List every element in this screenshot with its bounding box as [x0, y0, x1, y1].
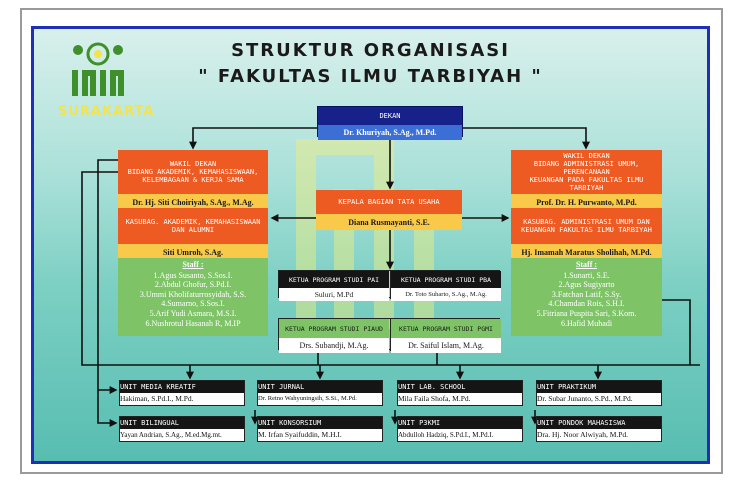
unit-head: Yayan Andrian, S.Ag., M.ed.Mg.mt.	[120, 429, 244, 441]
staff-item: 2.Abdul Ghofur, S.Pd.I.	[154, 280, 232, 290]
unit-head: Dr. Subar Junanto, S.Pd., M.Pd.	[537, 393, 661, 405]
staff-right-title: Staff :	[575, 260, 598, 269]
kaprodi-pai: KETUA PROGRAM STUDI PAI Suluri, M.Pd	[279, 271, 389, 301]
iain-logo	[72, 42, 124, 96]
kaprodi-bottom-group: KETUA PROGRAM STUDI PIAUD Drs. Subandji,…	[278, 318, 501, 353]
staff-item: 1.Agus Susanto, S.Sos.I.	[153, 270, 233, 280]
kaprodi-pgmi: KETUA PROGRAM STUDI PGMI Dr. Saiful Isla…	[390, 319, 501, 353]
staff-item: 5.Arif Yudi Asmara, M.S.I.	[149, 308, 237, 318]
unit-praktikum: UNIT PRAKTIKUM Dr. Subar Junanto, S.Pd.,…	[536, 380, 662, 406]
staff-item: 5.Fitriana Puspita Sari, S.Kom.	[536, 308, 637, 318]
label-line: KEUANGAN PADA FAKULTAS ILMU TARBIYAH	[529, 176, 644, 192]
dekan-label: DEKAN	[379, 112, 401, 120]
unit-label: UNIT MEDIA KREATIF	[120, 381, 244, 393]
kasubag-akademik-box: KASUBAG. AKADEMIK, KEMAHASISWAAN DAN ALU…	[118, 208, 268, 260]
page-title: STRUKTUR ORGANISASI	[231, 40, 510, 61]
unit-media-kreatif: UNIT MEDIA KREATIF Hakiman, S.Pd.I., M.P…	[119, 380, 245, 406]
unit-label: UNIT PONDOK MAHASISWA	[537, 417, 661, 429]
kaprodi-pgmi-name: Dr. Saiful Islam, M.Ag.	[391, 338, 501, 353]
wakil-dekan-akademik-name: Dr. Hj. Siti Choiriyah, S.Ag., M.Ag.	[118, 194, 268, 210]
kaprodi-pai-name: Suluri, M.Pd	[279, 288, 389, 301]
kasubag-akademik-label: KASUBAG. AKADEMIK, KEMAHASISWAAN DAN ALU…	[118, 208, 268, 244]
dekan-box: DEKAN Dr. Khuriyah, S.Ag., M.Pd.	[317, 106, 463, 140]
page-subtitle: " FAKULTAS ILMU TARBIYAH "	[198, 66, 543, 87]
unit-label: UNIT P3KMI	[398, 417, 522, 429]
kaprodi-piaud: KETUA PROGRAM STUDI PIAUD Drs. Subandji,…	[279, 319, 389, 353]
unit-head: Abdulloh Hadziq, S.Pd.I., M.Pd.I.	[398, 429, 522, 441]
unit-head: M. Irfan Syaifuddin, M.H.I.	[258, 429, 382, 441]
kaprodi-piaud-name: Drs. Subandji, M.Ag.	[279, 338, 389, 353]
kabag-tu-name: Diana Rusmayanti, S.E.	[316, 214, 462, 230]
wakil-dekan-akademik-label: WAKIL DEKAN BIDANG AKADEMIK, KEMAHASISWA…	[118, 150, 268, 194]
unit-head: Dra. Hj. Noor Alwiyah, M.Pd.	[537, 429, 661, 441]
label-line: BIDANG AKADEMIK, KEMAHASISWAAN,	[127, 168, 259, 176]
staff-item: 4.Chamdan Rois, S.H.I.	[548, 299, 625, 309]
unit-label: UNIT KONSORSIUM	[258, 417, 382, 429]
unit-p3kmi: UNIT P3KMI Abdulloh Hadziq, S.Pd.I., M.P…	[397, 416, 523, 442]
kaprodi-pgmi-label: KETUA PROGRAM STUDI PGMI	[391, 319, 501, 338]
wakil-dekan-administrasi-label: WAKIL DEKAN BIDANG ADMINISTRASI UMUM, PE…	[511, 150, 662, 194]
unit-konsorsium: UNIT KONSORSIUM M. Irfan Syaifuddin, M.H…	[257, 416, 383, 442]
staff-item: 4.Sumarno, S.Sos.I.	[161, 299, 225, 309]
staff-left-title: Staff :	[182, 260, 204, 269]
unit-head: Dr. Retno Wahyuningsih, S.Si., M.Pd.	[258, 393, 382, 405]
label-line: BIDANG ADMINISTRASI UMUM, PERENCANAAN	[533, 160, 640, 176]
logo-text: SURAKARTA	[58, 104, 155, 119]
kasubag-administrasi-name: Hj. Imamah Maratus Sholihah, M.Pd.	[511, 244, 662, 260]
label-line: KASUBAG. AKADEMIK, KEMAHASISWAAN	[125, 218, 261, 226]
unit-label: UNIT LAB. SCHOOL	[398, 381, 522, 393]
staff-item: 1.Sunarti, S.E.	[563, 270, 610, 280]
label-line: WAKIL DEKAN	[169, 160, 217, 168]
unit-jurnal: UNIT JURNAL Dr. Retno Wahyuningsih, S.Si…	[257, 380, 383, 406]
unit-bilingual: UNIT BILINGUAL Yayan Andrian, S.Ag., M.e…	[119, 416, 245, 442]
unit-pondok-mahasiswa: UNIT PONDOK MAHASISWA Dra. Hj. Noor Alwi…	[536, 416, 662, 442]
staff-right-box: Staff : 1.Sunarti, S.E. 2.Agus Sugiyarto…	[511, 258, 662, 336]
unit-label: UNIT BILINGUAL	[120, 417, 244, 429]
unit-lab-school: UNIT LAB. SCHOOL Mila Faila Shofa, M.Pd.	[397, 380, 523, 406]
kabag-tu-label: KEPALA BAGIAN TATA USAHA	[316, 190, 462, 214]
kaprodi-pba: KETUA PROGRAM STUDI PBA Dr. Toto Suharto…	[390, 271, 501, 301]
label-line: DAN ALUMNI	[171, 226, 215, 234]
dekan-name: Dr. Khuriyah, S.Ag., M.Pd.	[318, 125, 462, 140]
staff-left-box: Staff : 1.Agus Susanto, S.Sos.I. 2.Abdul…	[118, 258, 268, 336]
kaprodi-pba-label: KETUA PROGRAM STUDI PBA	[391, 271, 501, 288]
unit-head: Hakiman, S.Pd.I., M.Pd.	[120, 393, 244, 405]
label-line: KASUBAG. ADMINISTRASI UMUM DAN	[523, 218, 650, 226]
wakil-dekan-administrasi-box: WAKIL DEKAN BIDANG ADMINISTRASI UMUM, PE…	[511, 150, 662, 210]
staff-item: 2.Agus Sugiyarto	[558, 280, 615, 290]
label-line: KELEMBAGAAN & KERJA SAMA	[142, 176, 244, 184]
kabag-tu-box: KEPALA BAGIAN TATA USAHA Diana Rusmayant…	[316, 190, 462, 230]
wakil-dekan-administrasi-name: Prof. Dr. H. Purwanto, M.Pd.	[511, 194, 662, 210]
unit-label: UNIT JURNAL	[258, 381, 382, 393]
kaprodi-pai-label: KETUA PROGRAM STUDI PAI	[279, 271, 389, 288]
staff-item: 3.Ummi Kholifaturrosyidah, S.S.	[139, 289, 247, 299]
kasubag-administrasi-box: KASUBAG. ADMINISTRASI UMUM DAN KEUANGAN …	[511, 208, 662, 260]
label-line: KEUANGAN FAKULTAS ILMU TARBIYAH	[521, 226, 652, 234]
kaprodi-piaud-label: KETUA PROGRAM STUDI PIAUD	[279, 319, 389, 338]
staff-item: 6.Hafid Muhadi	[560, 318, 613, 328]
unit-head: Mila Faila Shofa, M.Pd.	[398, 393, 522, 405]
kasubag-administrasi-label: KASUBAG. ADMINISTRASI UMUM DAN KEUANGAN …	[511, 208, 662, 244]
wakil-dekan-akademik-box: WAKIL DEKAN BIDANG AKADEMIK, KEMAHASISWA…	[118, 150, 268, 210]
kaprodi-top-group: KETUA PROGRAM STUDI PAI Suluri, M.Pd KET…	[278, 270, 501, 301]
label-line: WAKIL DEKAN	[563, 152, 610, 160]
staff-item: 6.Nushrotul Hasanah R, M.IP	[145, 318, 241, 328]
unit-label: UNIT PRAKTIKUM	[537, 381, 661, 393]
kaprodi-pba-name: Dr. Toto Suharto, S.Ag., M.Ag.	[391, 288, 501, 301]
kasubag-akademik-name: Siti Umroh, S.Ag.	[118, 244, 268, 260]
staff-item: 3.Fatchan Latif, S.Sy.	[551, 289, 622, 299]
